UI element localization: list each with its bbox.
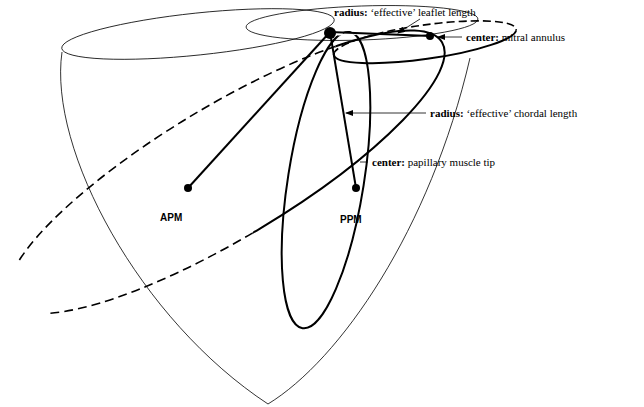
center-label: center:	[372, 156, 405, 168]
radius-label: radius:	[430, 107, 464, 119]
label-group: radius: ‘effective’ leaflet length	[334, 6, 476, 19]
label-group: PPM	[340, 214, 362, 225]
label-group: center: papillary muscle tip	[372, 156, 495, 169]
label-group: APM	[160, 212, 182, 223]
label-group: center: mitral annulus	[466, 31, 565, 44]
radius-label: radius:	[334, 6, 368, 18]
muscle-label: PPM	[340, 214, 362, 225]
mitral-annulus-label: mitral annulus	[502, 31, 565, 43]
leaflet-length-label: ‘effective’ leaflet length	[370, 6, 475, 18]
label-group: radius: ‘effective’ chordal length	[430, 107, 577, 120]
chordal-length-label: ‘effective’ chordal length	[466, 107, 577, 119]
papillary-tip-label: papillary muscle tip	[408, 156, 495, 168]
muscle-label: APM	[160, 212, 182, 223]
center-label: center:	[466, 31, 499, 43]
